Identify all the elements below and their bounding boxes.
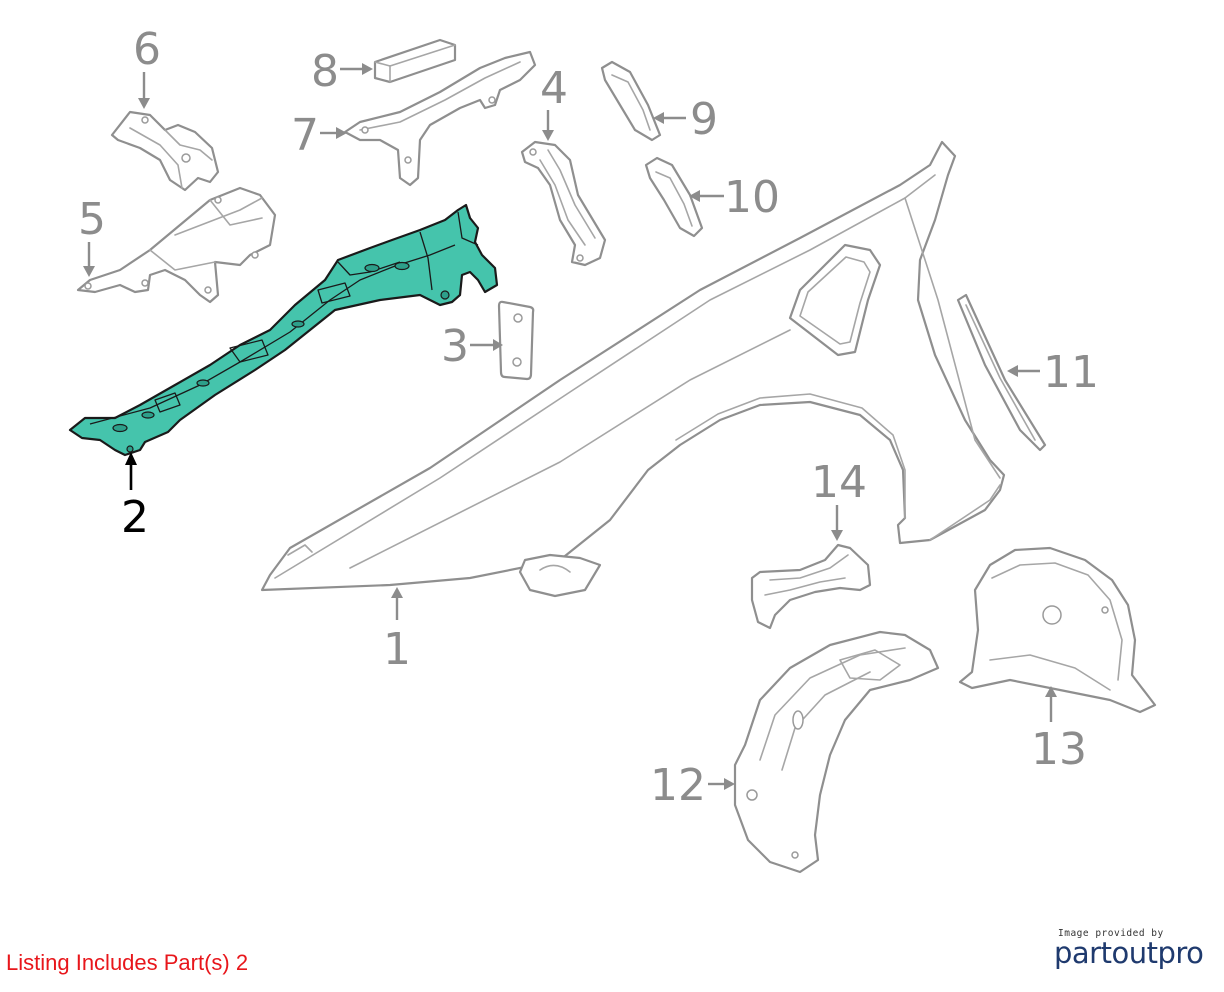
part-13-wheel-liner <box>958 546 1157 714</box>
label-part-10: 10 <box>724 172 780 223</box>
label-part-5: 5 <box>78 194 106 245</box>
label-part-6: 6 <box>133 24 161 75</box>
part-14-bracket <box>750 543 872 630</box>
label-part-2: 2 <box>121 492 149 543</box>
callout-arrows <box>83 63 1057 790</box>
callout-labels: 1 2 3 4 5 6 7 8 9 10 11 12 13 14 <box>78 24 1099 811</box>
part-2-apron-reinforcement <box>68 203 499 457</box>
label-part-1: 1 <box>383 624 411 675</box>
part-9-seal <box>600 60 662 142</box>
part-6-bracket <box>110 110 220 192</box>
label-part-12: 12 <box>650 760 706 811</box>
label-part-4: 4 <box>540 63 568 114</box>
part-10-seal <box>644 156 704 238</box>
part-12-wheel-liner <box>733 630 940 874</box>
label-part-11: 11 <box>1043 347 1099 398</box>
label-part-9: 9 <box>690 94 718 145</box>
part-3-pad <box>497 300 535 381</box>
label-part-7: 7 <box>291 110 319 161</box>
part-11-strip <box>956 293 1047 452</box>
label-part-14: 14 <box>811 457 867 508</box>
part-7-bar-bracket <box>343 50 537 187</box>
label-part-3: 3 <box>441 321 469 372</box>
brand-logo: partoutpro <box>1054 936 1204 970</box>
listing-note: Listing Includes Part(s) 2 <box>6 950 249 975</box>
label-part-8: 8 <box>311 46 339 97</box>
part-5-bracket <box>76 186 277 304</box>
part-8-foam-block <box>373 38 457 84</box>
part-4-bracket <box>520 140 607 267</box>
part-1-fender <box>260 140 1006 598</box>
label-part-13: 13 <box>1031 724 1087 775</box>
image-credit-text: Image provided by <box>1058 928 1164 939</box>
